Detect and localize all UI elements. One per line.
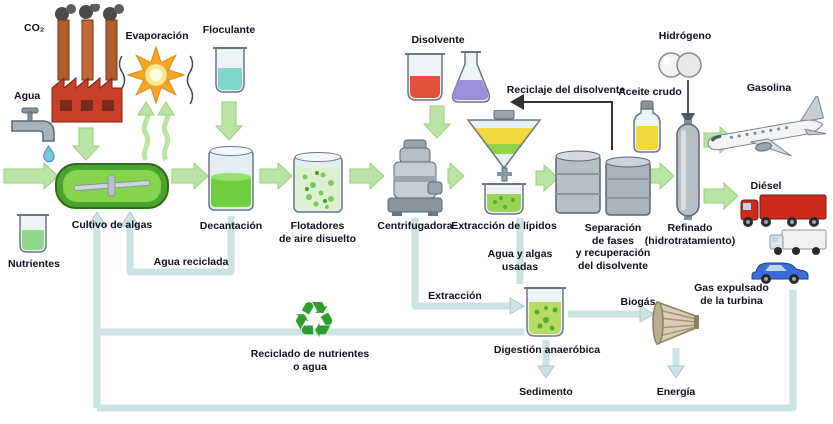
evaporation-arrowhead-1: [137, 101, 155, 116]
evaporacion-label: Evaporación: [125, 30, 189, 42]
arrow-extraccion-to-separacion: [535, 163, 559, 193]
extraccion-label: Extracción: [428, 290, 482, 302]
nutrientes-label: Nutrientes: [8, 258, 60, 270]
faucet-icon: [10, 106, 58, 169]
arrow-co2-to-pond: [71, 127, 101, 161]
aceite-crudo-label: Aceite crudo: [618, 86, 682, 98]
arrow-inflow-to-pond: [3, 161, 59, 191]
arrow-decantacion-to-flotadores: [259, 161, 293, 191]
arrow-flotadores-to-centrifugadora: [349, 161, 385, 191]
evaporation-wave-1: [141, 110, 151, 162]
solvent-vessels-icon: [403, 48, 493, 109]
evaporation-arrowhead-2: [157, 101, 175, 116]
agua-algas-usadas-label: Agua y algas usadas: [487, 248, 553, 273]
factory-icon: [48, 2, 126, 131]
arrowhead-sedimento: [537, 365, 555, 379]
trucks-and-car-icon: [736, 190, 832, 291]
co2-label: CO₂: [24, 22, 45, 34]
disolvente-label: Disolvente: [411, 34, 465, 46]
arrowhead-biogas: [639, 305, 656, 323]
thin-connectors: [510, 80, 695, 150]
nutrients-beaker-icon: [14, 210, 52, 261]
gas-turbina-label: Gas expulsado de la turbina: [694, 282, 769, 307]
dissolved-air-flotation-icon: [291, 149, 345, 221]
diesel-label: Diésel: [750, 180, 782, 192]
refinado-label: Refinado (hidrotratamiento): [644, 222, 736, 247]
arrowhead-energia: [667, 365, 685, 379]
separating-funnel-icon: [461, 109, 547, 223]
pipe-extraccion: [411, 218, 510, 310]
arrowhead-extraccion: [509, 297, 526, 315]
evaporation-wave-2: [161, 110, 171, 162]
extraccion-lipidos-label: Extracción de lípidos: [451, 220, 557, 232]
reciclaje-disolvente-label: Reciclaje del disolvente: [506, 84, 626, 96]
solvent-recycle-arrowhead: [510, 94, 524, 110]
energia-label: Energía: [656, 386, 696, 398]
hydrogen-arrowhead: [681, 113, 695, 126]
pipe-agua-reciclada: [126, 216, 235, 276]
sedimento-label: Sedimento: [519, 386, 573, 398]
pipe-bottom-loop: [97, 290, 797, 412]
arrow-refinado-to-diesel: [703, 181, 739, 211]
airplane-icon: [703, 93, 831, 173]
phase-separation-barrels-icon: [554, 146, 652, 223]
recycle-symbol-icon: ♻: [286, 292, 342, 348]
turbine-icon: [650, 298, 702, 353]
flocculant-beaker-icon: [210, 42, 250, 101]
crude-oil-bottle-icon: [630, 100, 664, 159]
decantacion-label: Decantación: [199, 220, 263, 232]
digestion-anaerobica-label: Digestión anaeróbica: [493, 344, 601, 356]
recycle-pipe-arrowheads: [87, 211, 685, 379]
agua-reciclada-label: Agua reciclada: [153, 256, 229, 268]
recycle-symbol-glyph: ♻: [291, 292, 337, 348]
sun-icon: [126, 45, 186, 109]
white-truck: [769, 229, 827, 255]
separacion-fases-label: Separación de fases y recuperación del d…: [575, 222, 651, 272]
arrow-centrifugadora-to-extraccion: [447, 161, 465, 191]
recycle-pipes: [93, 216, 797, 412]
cultivo-algas-label: Cultivo de algas: [71, 219, 153, 231]
reciclado-nutrientes-label: Reciclado de nutrientes o agua: [250, 348, 370, 373]
gasolina-label: Gasolina: [746, 82, 792, 94]
algae-pond-icon: [54, 158, 170, 219]
centrifugadora-label: Centrifugadora: [377, 220, 453, 232]
arrowhead-agua-reciclada: [120, 211, 140, 227]
decantation-cylinder-icon: [206, 142, 256, 221]
hidrogeno-label: Hidrógeno: [658, 30, 712, 42]
biogas-label: Biogás: [620, 296, 656, 308]
evaporation-wave-arrows: [137, 101, 175, 162]
flotadores-label: Flotadores de aire disuelto: [278, 220, 357, 245]
arrowhead-return-to-pond: [87, 211, 107, 227]
arrow-pond-to-decantacion: [171, 161, 209, 191]
blue-car: [751, 262, 809, 284]
heat-squiggle-right: [186, 55, 194, 105]
arrow-floculante-down: [214, 101, 244, 141]
red-truck: [740, 194, 827, 227]
floculante-label: Floculante: [202, 24, 256, 36]
hydrotreater-column-icon: [674, 120, 702, 225]
hydrogen-molecule-icon: [656, 50, 704, 85]
anaerobic-digestion-beaker-icon: [522, 282, 568, 345]
centrifuge-icon: [384, 138, 446, 223]
agua-label: Agua: [14, 90, 41, 102]
solvent-recycle-line: [524, 101, 613, 150]
arrow-disolvente-down: [422, 105, 452, 139]
